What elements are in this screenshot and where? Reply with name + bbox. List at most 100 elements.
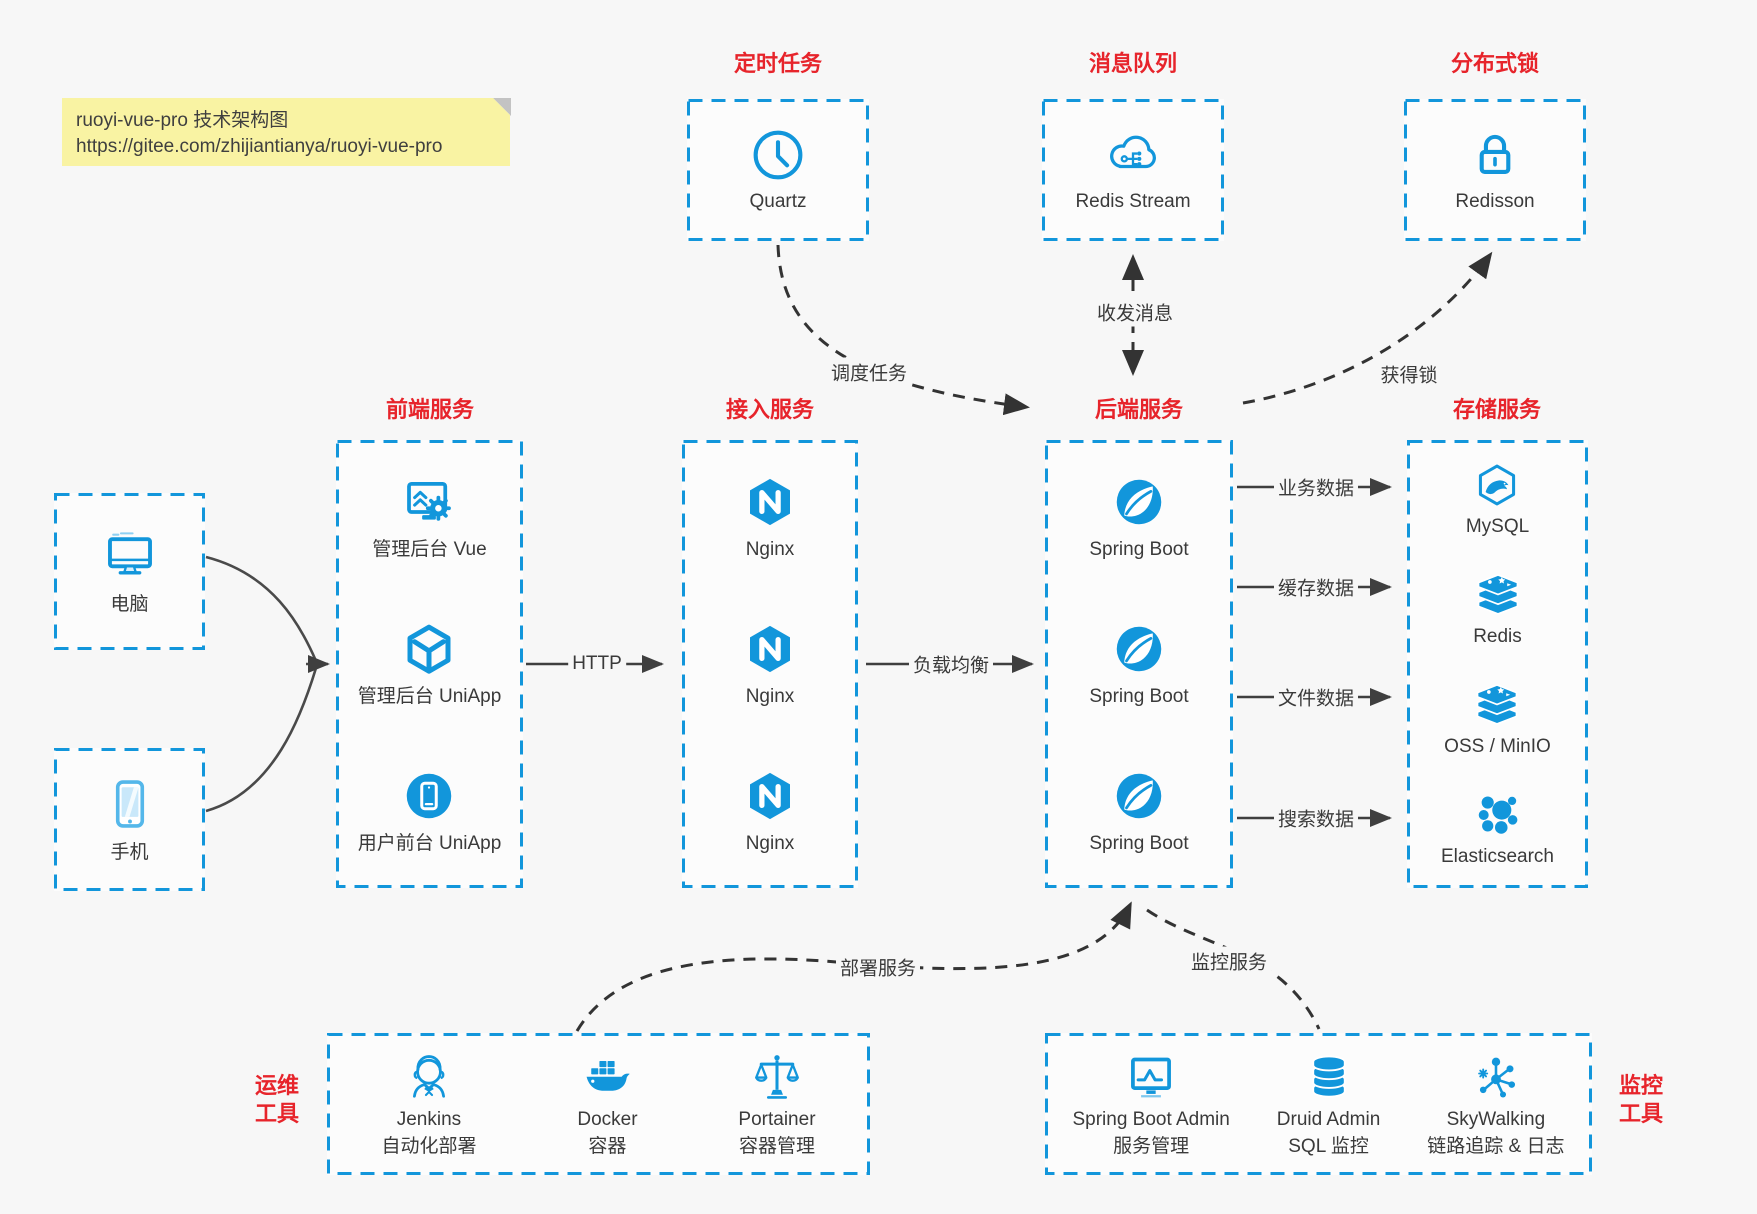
dashed-border [1045,440,1233,888]
item-label: Druid Admin [1276,1108,1381,1130]
item-label: MySQL [1465,515,1530,537]
title-monitor-tools: 监控 工具 [1619,1072,1663,1128]
item-label: Jenkins [396,1108,462,1130]
gateway-item: Nginx [740,472,800,562]
nginx-icon [740,619,800,679]
item-label: 管理后台 Vue [372,539,487,561]
item-label: OSS / MinIO [1444,735,1551,757]
item-label: 电脑 [110,594,149,616]
item-sublabel: 自动化部署 [381,1136,477,1157]
item-label: Spring Boot Admin [1072,1108,1230,1130]
phone-item: 手机 [99,773,161,865]
edge-label-http: HTTP [568,652,626,676]
item-label: Docker [577,1108,638,1130]
desktop-icon [99,525,161,587]
title-monitor-line1: 监控 [1618,1073,1664,1098]
title-distributed-lock: 分布式锁 [1450,51,1540,76]
docker-icon [579,1049,635,1105]
phone-client-box: 手机 [54,748,205,891]
ops-item: Jenkins 自动化部署 [381,1049,476,1159]
sticky-note [62,98,510,166]
edge-label-load-balance: 负载均衡 [908,649,994,679]
item-label: Redis Stream [1075,190,1191,212]
sba-icon [1123,1049,1179,1105]
item-label: Spring Boot [1089,685,1189,707]
spring-boot-icon [1109,472,1169,532]
backend-item: Spring Boot [1089,766,1189,856]
item-label: Redis [1473,625,1522,647]
druid-icon [1301,1049,1357,1105]
dashed-border [1407,440,1588,888]
gateway-item: Nginx [740,766,800,856]
title-gateway-services: 接入服务 [725,397,815,422]
note-title: ruoyi-vue-pro 技术架构图 [76,110,289,131]
item-label: Nginx [745,832,795,854]
title-monitor-line2: 工具 [1618,1101,1664,1126]
spring-boot-icon [1109,766,1169,826]
edge-label-messages: 收发消息 [1092,297,1178,327]
oss-stack-icon [1471,679,1523,731]
redis-stack-icon [1472,569,1524,621]
backend-item: Spring Boot [1089,619,1189,709]
dashed-border [682,440,858,888]
item-label: 用户前台 UniApp [357,832,502,854]
item-sublabel: 容器 [588,1136,627,1157]
mq-item: Redis Stream [1075,126,1191,214]
ops-item: Docker 容器 [577,1049,638,1159]
dashed-border [1045,1033,1592,1175]
pc-item: 电脑 [99,525,161,617]
storage-item: Elasticsearch [1441,789,1554,869]
note-url[interactable]: https://gitee.com/zhijiantianya/ruoyi-vu… [76,136,443,157]
ops-tools-box: Jenkins 自动化部署 Docker 容器 Portainer 容器管理 [327,1033,870,1175]
item-sublabel: 链路追踪 & 日志 [1427,1136,1565,1157]
storage-item: OSS / MinIO [1444,679,1551,759]
distributed-lock-box: Redisson [1404,99,1586,241]
storage-item: Redis [1472,569,1524,649]
title-message-queue: 消息队列 [1088,51,1178,76]
item-label: Redisson [1455,190,1535,212]
item-label: 手机 [110,842,149,864]
skywalking-icon [1468,1049,1524,1105]
title-ops-tools: 运维 工具 [255,1072,299,1128]
title-backend-services: 后端服务 [1094,397,1184,422]
edge-label-deploy: 部署服务 [835,952,921,982]
item-label: Portainer [738,1108,816,1130]
title-scheduled-tasks: 定时任务 [733,51,823,76]
item-label: Spring Boot [1089,832,1189,854]
dashed-border [54,493,205,650]
elasticsearch-icon [1472,789,1524,841]
jenkins-icon [401,1049,457,1105]
nginx-icon [740,766,800,826]
title-ops-line2: 工具 [254,1101,300,1126]
item-sublabel: SQL 监控 [1288,1136,1369,1157]
edge-label-monitoring: 监控服务 [1186,946,1272,976]
ops-item: Portainer 容器管理 [738,1049,816,1159]
scheduled-tasks-box: Quartz [687,99,869,241]
title-frontend-services: 前端服务 [385,397,475,422]
item-sublabel: 服务管理 [1113,1136,1190,1157]
pc-client-box: 电脑 [54,493,205,650]
item-label: SkyWalking [1446,1108,1546,1130]
clock-icon [749,126,807,184]
storage-item: MySQL [1466,459,1529,539]
user-app-icon [399,766,459,826]
edge-label-cache-data: 缓存数据 [1273,572,1359,602]
edge-label-schedule: 调度任务 [826,357,912,387]
spring-boot-icon [1109,619,1169,679]
nginx-icon [740,472,800,532]
mysql-icon [1471,459,1523,511]
item-label: Elasticsearch [1441,845,1554,867]
dashed-border [336,440,523,888]
item-sublabel: 容器管理 [738,1136,815,1157]
portainer-icon [749,1049,805,1105]
client-arrows [205,555,330,813]
edge-label-file-data: 文件数据 [1273,682,1359,712]
frontend-item: 用户前台 UniApp [357,766,502,856]
monitor-item: SkyWalking 链路追踪 & 日志 [1427,1049,1564,1159]
dashed-border [54,748,205,891]
